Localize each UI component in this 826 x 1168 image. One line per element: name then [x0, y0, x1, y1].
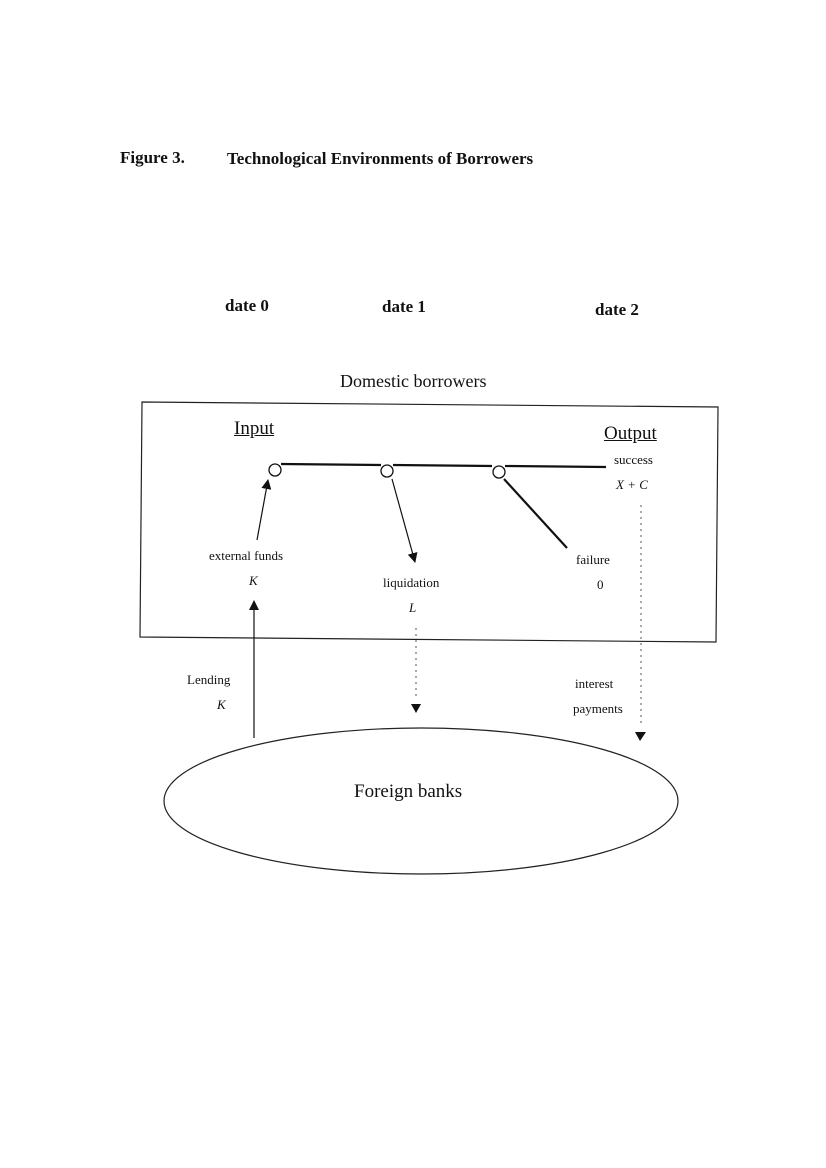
- timeline-segment-1: [280, 462, 382, 467]
- lending-label: Lending: [187, 672, 231, 687]
- date-0-label: date 0: [225, 296, 269, 315]
- output-label: Output: [604, 423, 657, 444]
- failure-label: failure: [576, 552, 610, 567]
- liquidation-arrow: [391, 478, 418, 563]
- node-date-0: [268, 463, 282, 477]
- payments-label: payments: [573, 701, 623, 716]
- liquidation-value: L: [409, 600, 417, 615]
- external-funds-arrow: [256, 479, 272, 541]
- success-label: success: [614, 452, 653, 467]
- date-1-label: date 1: [382, 297, 426, 316]
- timeline-segment-3: [504, 464, 607, 469]
- figure-title: Technological Environments of Borrowers: [227, 149, 534, 168]
- foreign-banks-ellipse: [163, 727, 679, 875]
- timeline-segment-2: [392, 463, 493, 468]
- domestic-borrowers-title: Domestic borrowers: [340, 371, 487, 391]
- liquidation-flow-arrowhead: [411, 704, 421, 713]
- failure-value: 0: [597, 577, 604, 592]
- node-date-2: [492, 465, 506, 479]
- input-label: Input: [234, 418, 275, 439]
- interest-label: interest: [575, 676, 614, 691]
- node-date-1: [380, 464, 394, 478]
- external-funds-value: K: [249, 573, 258, 588]
- liquidation-label: liquidation: [383, 575, 440, 590]
- external-funds-label: external funds: [209, 548, 284, 563]
- date-2-label: date 2: [595, 300, 639, 319]
- domestic-borrowers-box: [139, 401, 719, 643]
- interest-flow-arrowhead: [635, 732, 646, 741]
- lending-value: K: [217, 697, 226, 712]
- figure-label: Figure 3.: [120, 148, 185, 167]
- foreign-banks-label: Foreign banks: [354, 781, 463, 802]
- success-value: X + C: [616, 477, 648, 492]
- failure-branch-line: [503, 478, 568, 549]
